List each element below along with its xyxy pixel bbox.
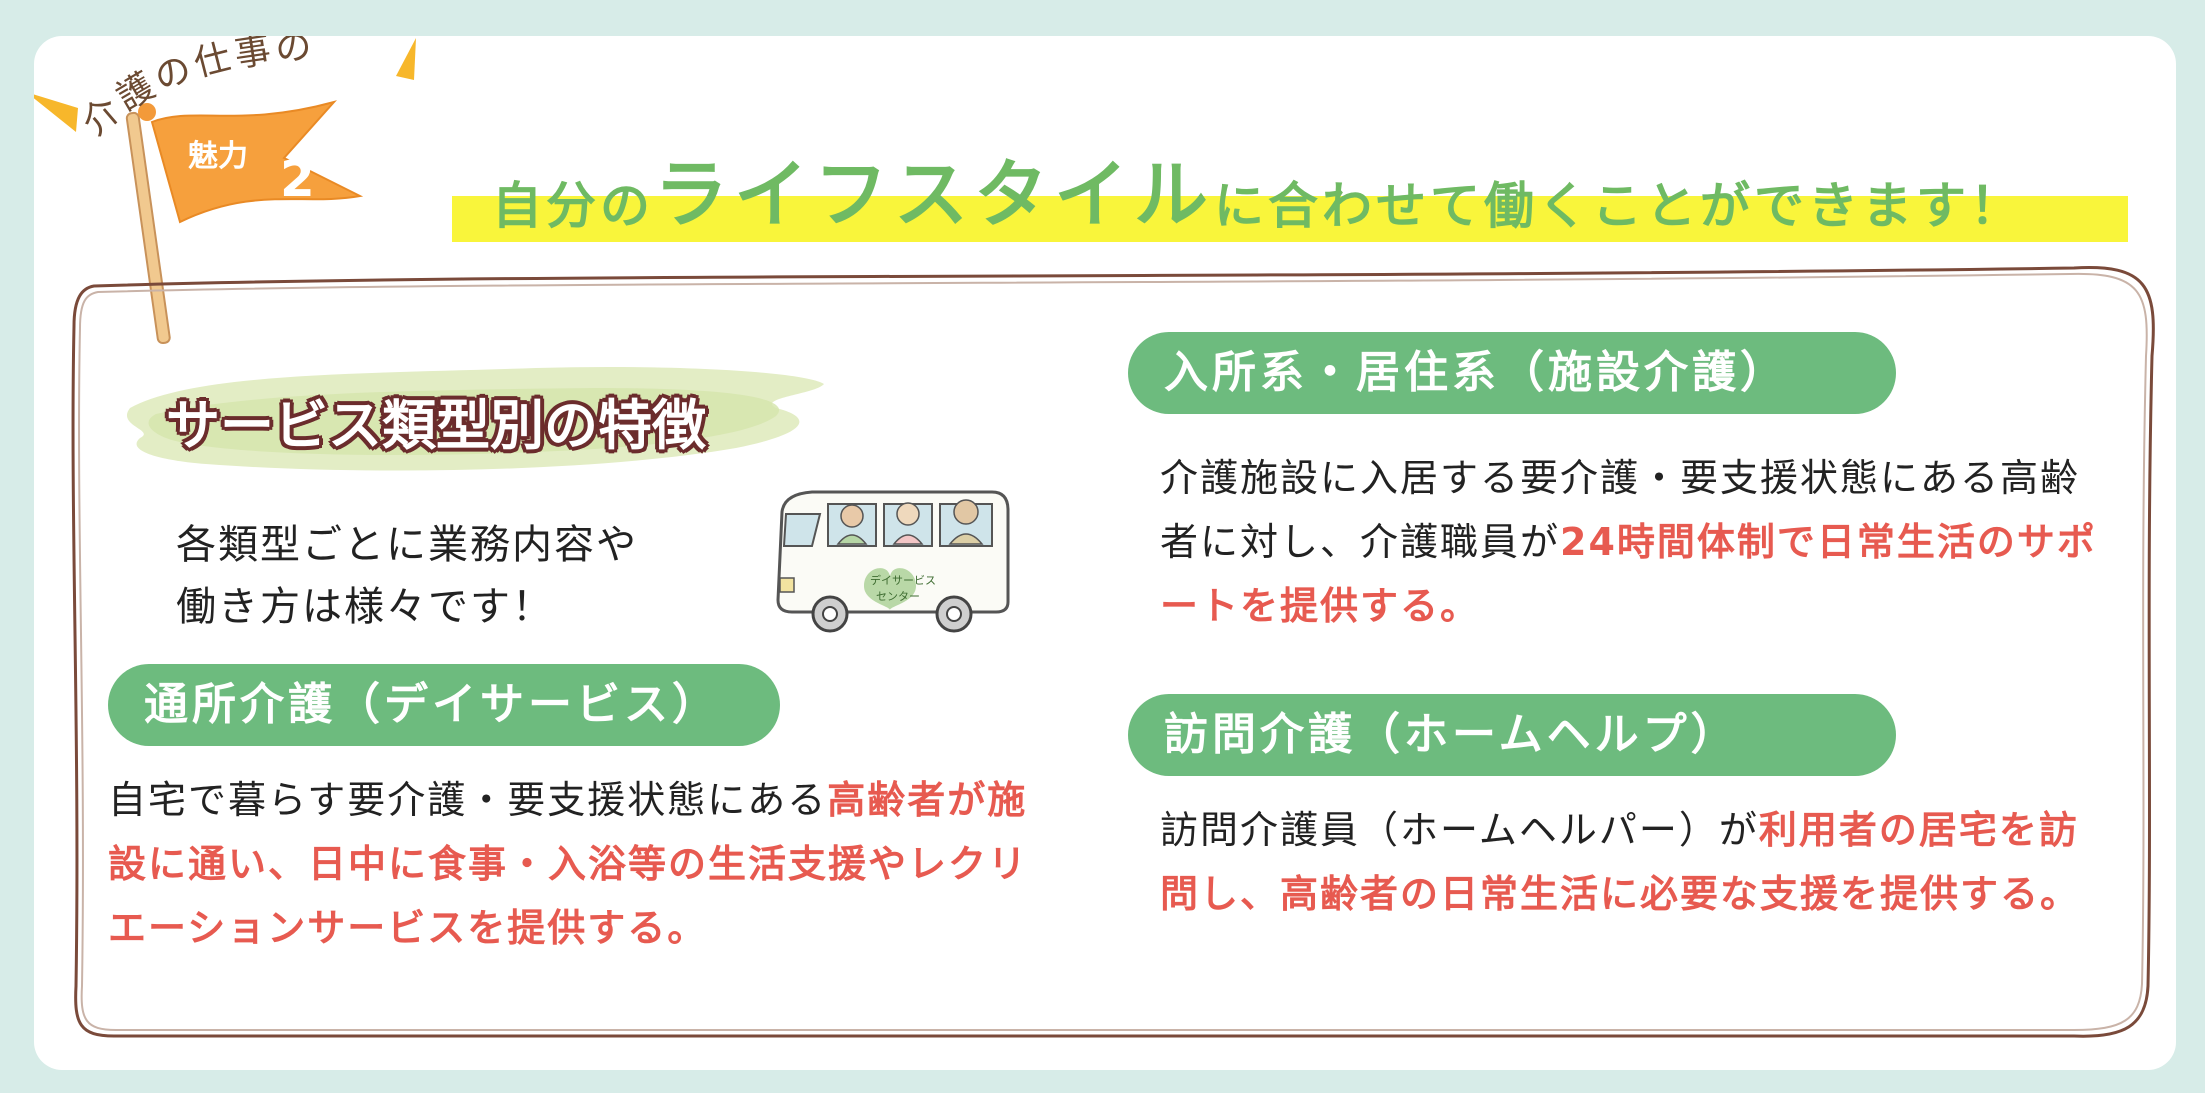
heading-part-1: 自分の: [492, 177, 654, 235]
flag-label: 魅力: [188, 139, 248, 174]
facility-title: 入所系・居住系（施設介護）: [1164, 347, 1788, 398]
pill-home-visit: 訪問介護（ホームヘルプ）: [1128, 694, 1896, 776]
bus-illustration: デイサービス センター: [776, 490, 1010, 633]
badge-arc-text: 介護の仕事の: [75, 36, 313, 144]
heading-part-3: に合わせて働くことができます！: [1214, 177, 2024, 235]
bus-sign-line-1: デイサービス: [870, 573, 936, 587]
home-visit-title: 訪問介護（ホームヘルプ）: [1164, 709, 1739, 760]
day-service-highlight: 高齢者が施設に通い、日中に食事・入浴等の生活支援やレクリエーションサービスを提供…: [108, 778, 1029, 950]
content-frame: [71, 266, 2155, 1039]
day-service-body: 自宅で暮らす要介護・要支援状態にある高齢者が施設に通い、日中に食事・入浴等の生活…: [108, 768, 1038, 960]
flag-number: 2: [280, 150, 315, 208]
pill-day-service: 通所介護（デイサービス）: [108, 664, 780, 746]
facility-body: 介護施設に入居する要介護・要支援状態にある高齢者に対し、介護職員が24時間体制で…: [1160, 446, 2100, 638]
intro-line-1: 各類型ごとに業務内容や: [176, 522, 638, 568]
intro-line-2: 働き方は様々です！: [176, 584, 554, 630]
intro-text: 各類型ごとに業務内容や 働き方は様々です！: [176, 514, 736, 638]
section-title-brush: [126, 366, 824, 471]
heading-part-2: ライフスタイル: [654, 152, 1214, 238]
home-visit-plain: 訪問介護員（ホームヘルパー）が: [1160, 808, 1759, 852]
facility-highlight: 24時間体制で日常生活のサポートを提供する。: [1160, 520, 2097, 628]
home-visit-body: 訪問介護員（ホームヘルパー）が利用者の居宅を訪問し、高齢者の日常生活に必要な支援…: [1160, 798, 2100, 926]
content-card: 魅力 2 介護の仕事の 自分の ライフスタイル に合わせて働くことができます！ …: [34, 36, 2176, 1070]
day-service-title: 通所介護（デイサービス）: [144, 679, 720, 730]
facility-plain: 介護施設に入居する要介護・要支援状態にある高齢者に対し、介護職員が: [1160, 456, 2081, 564]
section-title: サービス類型別の特徴: [166, 394, 706, 457]
page-heading: 自分の ライフスタイル に合わせて働くことができます！: [492, 146, 2024, 236]
home-visit-highlight: 利用者の居宅を訪問し、高齢者の日常生活に必要な支援を提供する。: [1160, 808, 2081, 916]
pill-facility: 入所系・居住系（施設介護）: [1128, 332, 1896, 414]
heading-highlight-band: [452, 196, 2128, 242]
bus-sign-line-2: センター: [876, 590, 920, 603]
day-service-plain: 自宅で暮らす要介護・要支援状態にある: [108, 778, 828, 822]
